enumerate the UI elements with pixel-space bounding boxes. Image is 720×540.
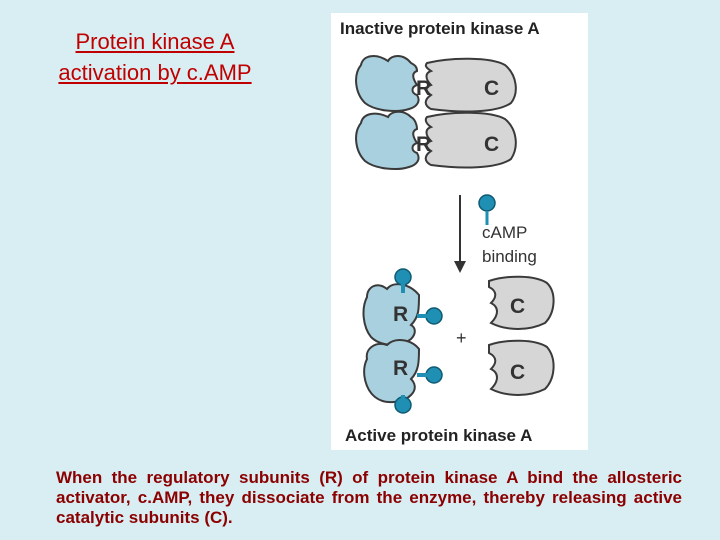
slide-title: Protein kinase A activation by c.AMP: [20, 26, 290, 88]
plus-sign: +: [456, 328, 467, 348]
r-letter-3: R: [393, 303, 408, 326]
c-letter-4: C: [510, 361, 525, 384]
c-letter-2: C: [484, 133, 499, 156]
regulatory-subunit-active-2: [363, 339, 421, 403]
down-arrow: [454, 195, 466, 273]
title-line-1: Protein kinase A: [75, 29, 235, 54]
catalytic-subunit-free-2: [488, 339, 555, 396]
r-letter-4: R: [393, 357, 408, 380]
camp-binding-label-1: cAMP: [482, 223, 527, 242]
camp-binding-label-2: binding: [482, 247, 537, 266]
pka-activation-diagram: Inactive protein kinase A R R C C cAMP b…: [331, 13, 588, 450]
catalytic-subunit-2: [424, 111, 517, 169]
c-letter-3: C: [510, 295, 525, 318]
c-letter-1: C: [484, 77, 499, 100]
catalytic-subunit-1: [424, 57, 517, 113]
active-label: Active protein kinase A: [345, 426, 532, 445]
regulatory-subunit-1: [355, 55, 420, 112]
r-letter-1: R: [416, 77, 431, 100]
title-line-2: activation by c.AMP: [58, 60, 252, 85]
catalytic-subunit-free-1: [488, 275, 555, 330]
camp-molecule-icon: [478, 194, 496, 225]
inactive-label: Inactive protein kinase A: [340, 19, 540, 38]
regulatory-subunit-active-1: [362, 283, 421, 346]
camp-bound-icons: [394, 268, 443, 414]
caption-text: When the regulatory subunits (R) of prot…: [56, 468, 682, 527]
r-letter-2: R: [416, 133, 431, 156]
regulatory-subunit-2: [355, 110, 420, 170]
